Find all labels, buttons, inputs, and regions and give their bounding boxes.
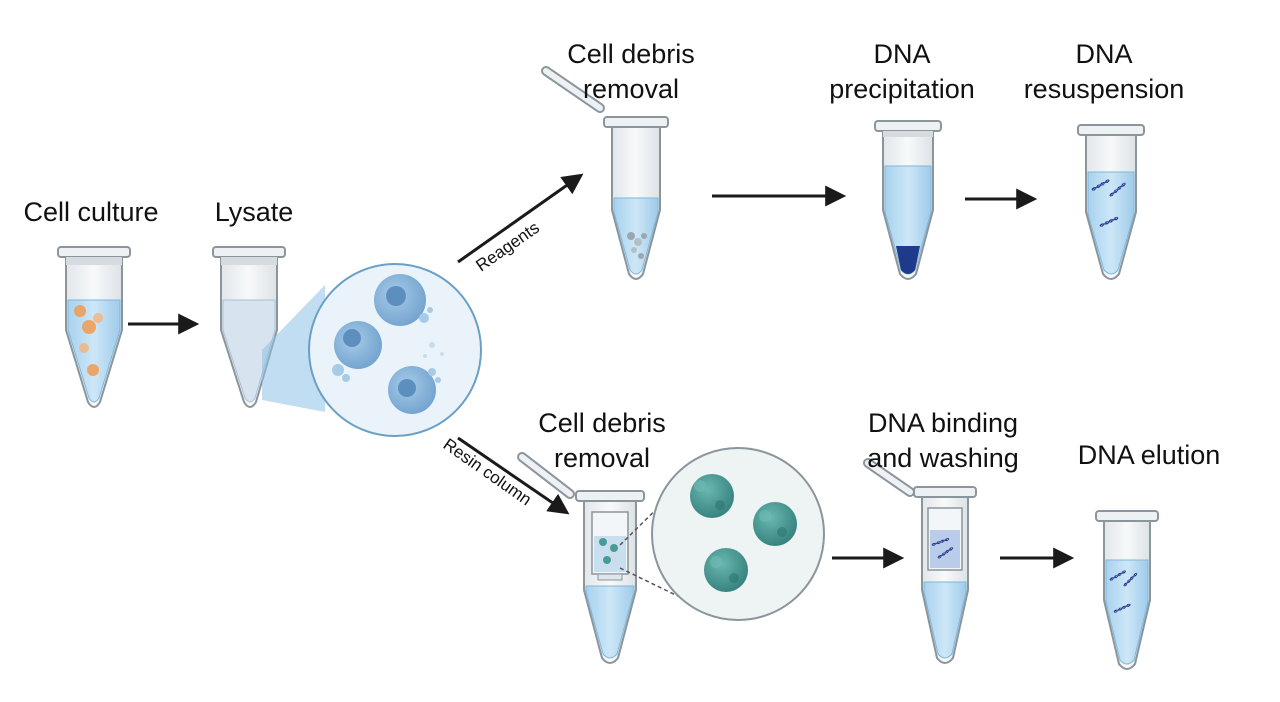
top-debris-removal-tube [541, 66, 669, 280]
label-resin-column: Resin column [440, 435, 535, 510]
lysate-zoom-bubble [308, 263, 482, 437]
label-binding-line1: DNA binding [868, 408, 1018, 438]
label-precip-line1: DNA [873, 39, 930, 69]
arrow-to-reagents-branch [457, 173, 584, 264]
label-resusp-line2: resuspension [1024, 74, 1185, 104]
label-resusp-line1: DNA [1075, 39, 1132, 69]
bottom-debris-removal-tube [517, 452, 645, 664]
label-top-debris-line2: removal [583, 74, 679, 104]
resin-bead-icon [753, 502, 797, 546]
lysed-cell-icon [374, 274, 433, 326]
label-bottom-debris-line2: removal [554, 443, 650, 473]
label-cell-culture: Cell culture [23, 197, 158, 227]
resin-bead-icon [690, 474, 734, 518]
label-bottom-debris-line1: Cell debris [538, 408, 666, 438]
label-top-debris-line1: Cell debris [567, 39, 695, 69]
zoom-line-bottom [619, 567, 687, 601]
precipitation-tube [874, 120, 942, 280]
cell-culture-tube [57, 246, 131, 408]
binding-washing-tube [863, 458, 977, 664]
lysed-cell-icon [388, 366, 441, 414]
resin-bead-icon [704, 548, 748, 592]
zoom-cone-lysate [262, 285, 325, 412]
label-elution: DNA elution [1078, 440, 1221, 470]
lysed-cell-icon [332, 321, 382, 382]
spin-column-icon [591, 511, 629, 581]
label-binding-line2: and washing [867, 443, 1019, 473]
resin-zoom-bubble [651, 447, 825, 621]
resuspension-tube [1077, 124, 1145, 280]
label-precip-line2: precipitation [829, 74, 975, 104]
arrow-to-resin-branch [457, 436, 570, 515]
label-lysate: Lysate [215, 197, 294, 227]
elution-tube [1095, 510, 1159, 670]
